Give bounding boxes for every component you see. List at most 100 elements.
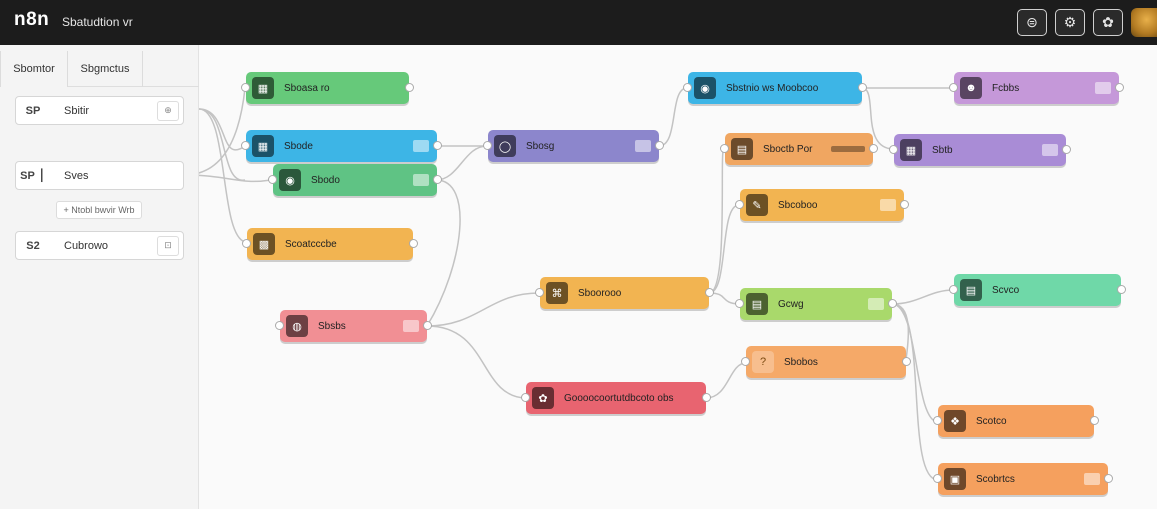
workflow-title[interactable]: Sbatudtion vr [62,15,133,29]
input-port[interactable] [521,393,530,402]
input-port[interactable] [483,141,492,150]
input-port[interactable] [683,83,692,92]
output-port[interactable] [702,393,711,402]
input-port[interactable] [889,145,898,154]
input-port[interactable] [933,416,942,425]
input-port[interactable] [720,144,729,153]
user-avatar[interactable] [1131,8,1157,37]
settings-icon: ⚙ [1063,14,1077,30]
node-type-icon: SP ⎪ [20,170,46,182]
input-port[interactable] [268,175,277,184]
workflow-button[interactable]: ⊜ [1017,9,1047,36]
node-label: Sbodo [311,174,340,186]
node-label: Sbstnio ws Moobcoo [726,82,819,94]
sidebar-item-label: Sves [64,169,89,182]
sidebar-item-sves[interactable]: SP ⎪ Sves [15,161,184,190]
connection-wire [199,108,246,151]
input-port[interactable] [535,288,544,297]
output-port[interactable] [405,83,414,92]
input-port[interactable] [735,200,744,209]
workflow-node-n3[interactable]: ◉ Sbodo [268,164,442,196]
tab-sbgmctus[interactable]: Sbgmctus [68,51,143,87]
tab-sbomtor[interactable]: Sbomtor [0,51,68,87]
node-icon: ▤ [731,138,753,160]
settings-button[interactable]: ⚙ [1055,9,1085,36]
input-port[interactable] [949,83,958,92]
output-port[interactable] [655,141,664,150]
workflow-node-n18[interactable]: ▣ Scobrtcs [933,463,1113,495]
node-icon: ▦ [252,135,274,157]
input-port[interactable] [933,474,942,483]
workflow-node-n8[interactable]: ✿ Goooocoortutdbcoto obs [521,382,711,414]
workflow-node-n2[interactable]: ▦ Sbode [241,130,442,162]
input-port[interactable] [242,239,251,248]
workflow-node-n17[interactable]: ❖ Scotco [933,405,1099,437]
node-label: Sbode [284,140,313,152]
workflow-node-n5[interactable]: ◍ Sbsbs [275,310,432,342]
connection-wire [199,108,246,243]
input-port[interactable] [241,141,250,150]
output-port[interactable] [705,288,714,297]
connection-wire [435,145,488,181]
connection-wire [426,325,526,399]
workflow-node-n9[interactable]: ◉ Sbstnio ws Moobcoo [683,72,867,104]
connection-wire [658,87,688,147]
node-label: Sbcoboo [778,199,818,211]
workflow-node-n6[interactable]: ◯ Sbosg [483,130,664,162]
node-badge [868,298,884,310]
input-port[interactable] [735,299,744,308]
connection-wires [199,87,955,481]
workflow-node-n14[interactable]: ☻ Fcbbs [949,72,1124,104]
sidebar-tabs: Sbomtor Sbgmctus [0,51,199,87]
workflow-node-n11[interactable]: ✎ Sbcoboo [735,189,909,221]
sidebar-item-label: Sbitir [64,104,90,117]
connection-wire [705,362,747,399]
output-port[interactable] [433,175,442,184]
output-port[interactable] [1090,416,1099,425]
node-type-icon: SP [25,104,41,117]
node-icon: ▤ [960,279,982,301]
workflow-node-n7[interactable]: ⌘ Sboorooo [535,277,714,309]
workflow-node-n4[interactable]: ▩ Scoatcccbe [242,228,418,260]
share-button[interactable]: ✿ [1093,9,1123,36]
input-port[interactable] [741,357,750,366]
output-port[interactable] [423,321,432,330]
sidebar-item-sbitir[interactable]: SP Sbitir ⊕ [15,96,184,125]
node-icon: ◉ [694,77,716,99]
workflow-node-n13[interactable]: ? Sbobos [741,346,911,378]
add-icon[interactable]: ⊕ [157,100,179,121]
input-port[interactable] [241,83,250,92]
workflow-node-n12[interactable]: ▤ Gcwg [735,288,897,320]
workflow-node-n10[interactable]: ▤ Sboctb Por [720,133,878,165]
node-icon: ✿ [532,387,554,409]
node-badge [403,320,419,332]
node-label: Goooocoortutdbcoto obs [564,392,674,404]
sidebar-item-cubrowo[interactable]: S2 Cubrowo ⊡ [15,231,184,260]
node-label: Gcwg [778,298,804,310]
output-port[interactable] [858,83,867,92]
output-port[interactable] [1115,83,1124,92]
output-port[interactable] [900,200,909,209]
app-logo[interactable]: n8n [14,9,50,30]
input-port[interactable] [949,285,958,294]
output-port[interactable] [409,239,418,248]
workflow-canvas[interactable]: ▦ Sboasa ro ▦ Sbode ◉ Sbodo ▩ Scoatcccbe… [199,45,1157,509]
add-node-hint[interactable]: + Ntobl bwvir Wrb [56,201,142,219]
output-port[interactable] [1117,285,1126,294]
workflow-node-n1[interactable]: ▦ Sboasa ro [241,72,414,104]
output-port[interactable] [869,144,878,153]
output-port[interactable] [1104,474,1113,483]
output-port[interactable] [902,357,911,366]
input-port[interactable] [275,321,284,330]
top-bar: n8n Sbatudtion vr ⊜ ⚙ ✿ [0,0,1157,45]
workflow-node-n16[interactable]: ▤ Scvco [949,274,1126,306]
output-port[interactable] [888,299,897,308]
node-label: Sboctb Por [763,143,813,155]
sidebar: Sbomtor Sbgmctus SP Sbitir ⊕ SP ⎪ Sves +… [0,45,199,509]
expand-icon[interactable]: ⊡ [157,235,179,256]
output-port[interactable] [1062,145,1071,154]
node-type-icon: S2 [26,239,40,252]
workflow-node-n15[interactable]: ▦ Sbtb [889,134,1071,166]
node-label: Scoatcccbe [285,238,337,250]
output-port[interactable] [433,141,442,150]
